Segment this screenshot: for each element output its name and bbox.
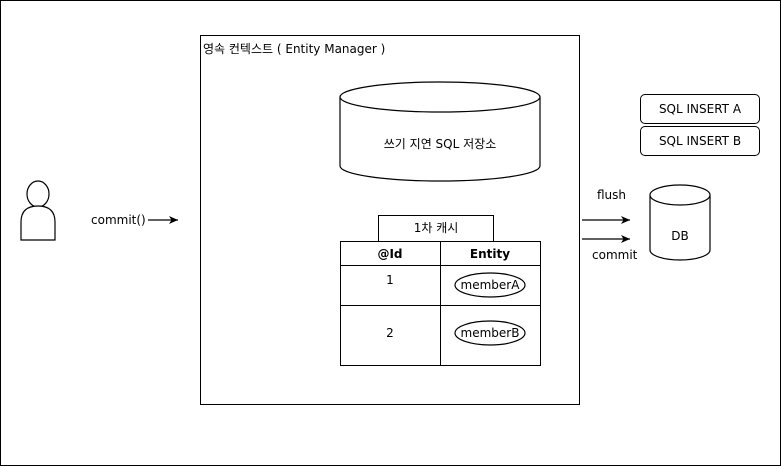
cache-row-entity: memberA (460, 278, 520, 292)
entity-ellipse-memberB (454, 320, 526, 346)
database-label: DB (671, 229, 689, 243)
persistence-context-title: 영속 컨텍스트 ( Entity Manager ) (203, 42, 386, 56)
cache-header-entity: Entity (469, 247, 511, 261)
first-level-cache-tab (378, 215, 494, 242)
cache-row-id: 2 (386, 326, 394, 340)
cache-table (340, 241, 541, 366)
commit-label: commit (592, 248, 638, 262)
sql-insert-box: SQL INSERT A (640, 94, 760, 124)
cache-header-id: @Id (377, 247, 403, 261)
write-behind-store-label: 쓰기 지연 SQL 저장소 (383, 137, 497, 151)
first-level-cache-label: 1차 캐시 (413, 221, 459, 235)
cache-row-entity: memberB (460, 326, 520, 340)
flush-label: flush (597, 188, 627, 202)
write-behind-store-cylinder (339, 81, 541, 182)
sql-insert-box: SQL INSERT B (640, 126, 760, 156)
entity-ellipse-memberA (454, 272, 526, 298)
commit-call-label: commit() (91, 213, 146, 227)
cache-row-id: 1 (386, 273, 394, 287)
user-icon (20, 180, 56, 241)
database-cylinder (649, 184, 711, 261)
